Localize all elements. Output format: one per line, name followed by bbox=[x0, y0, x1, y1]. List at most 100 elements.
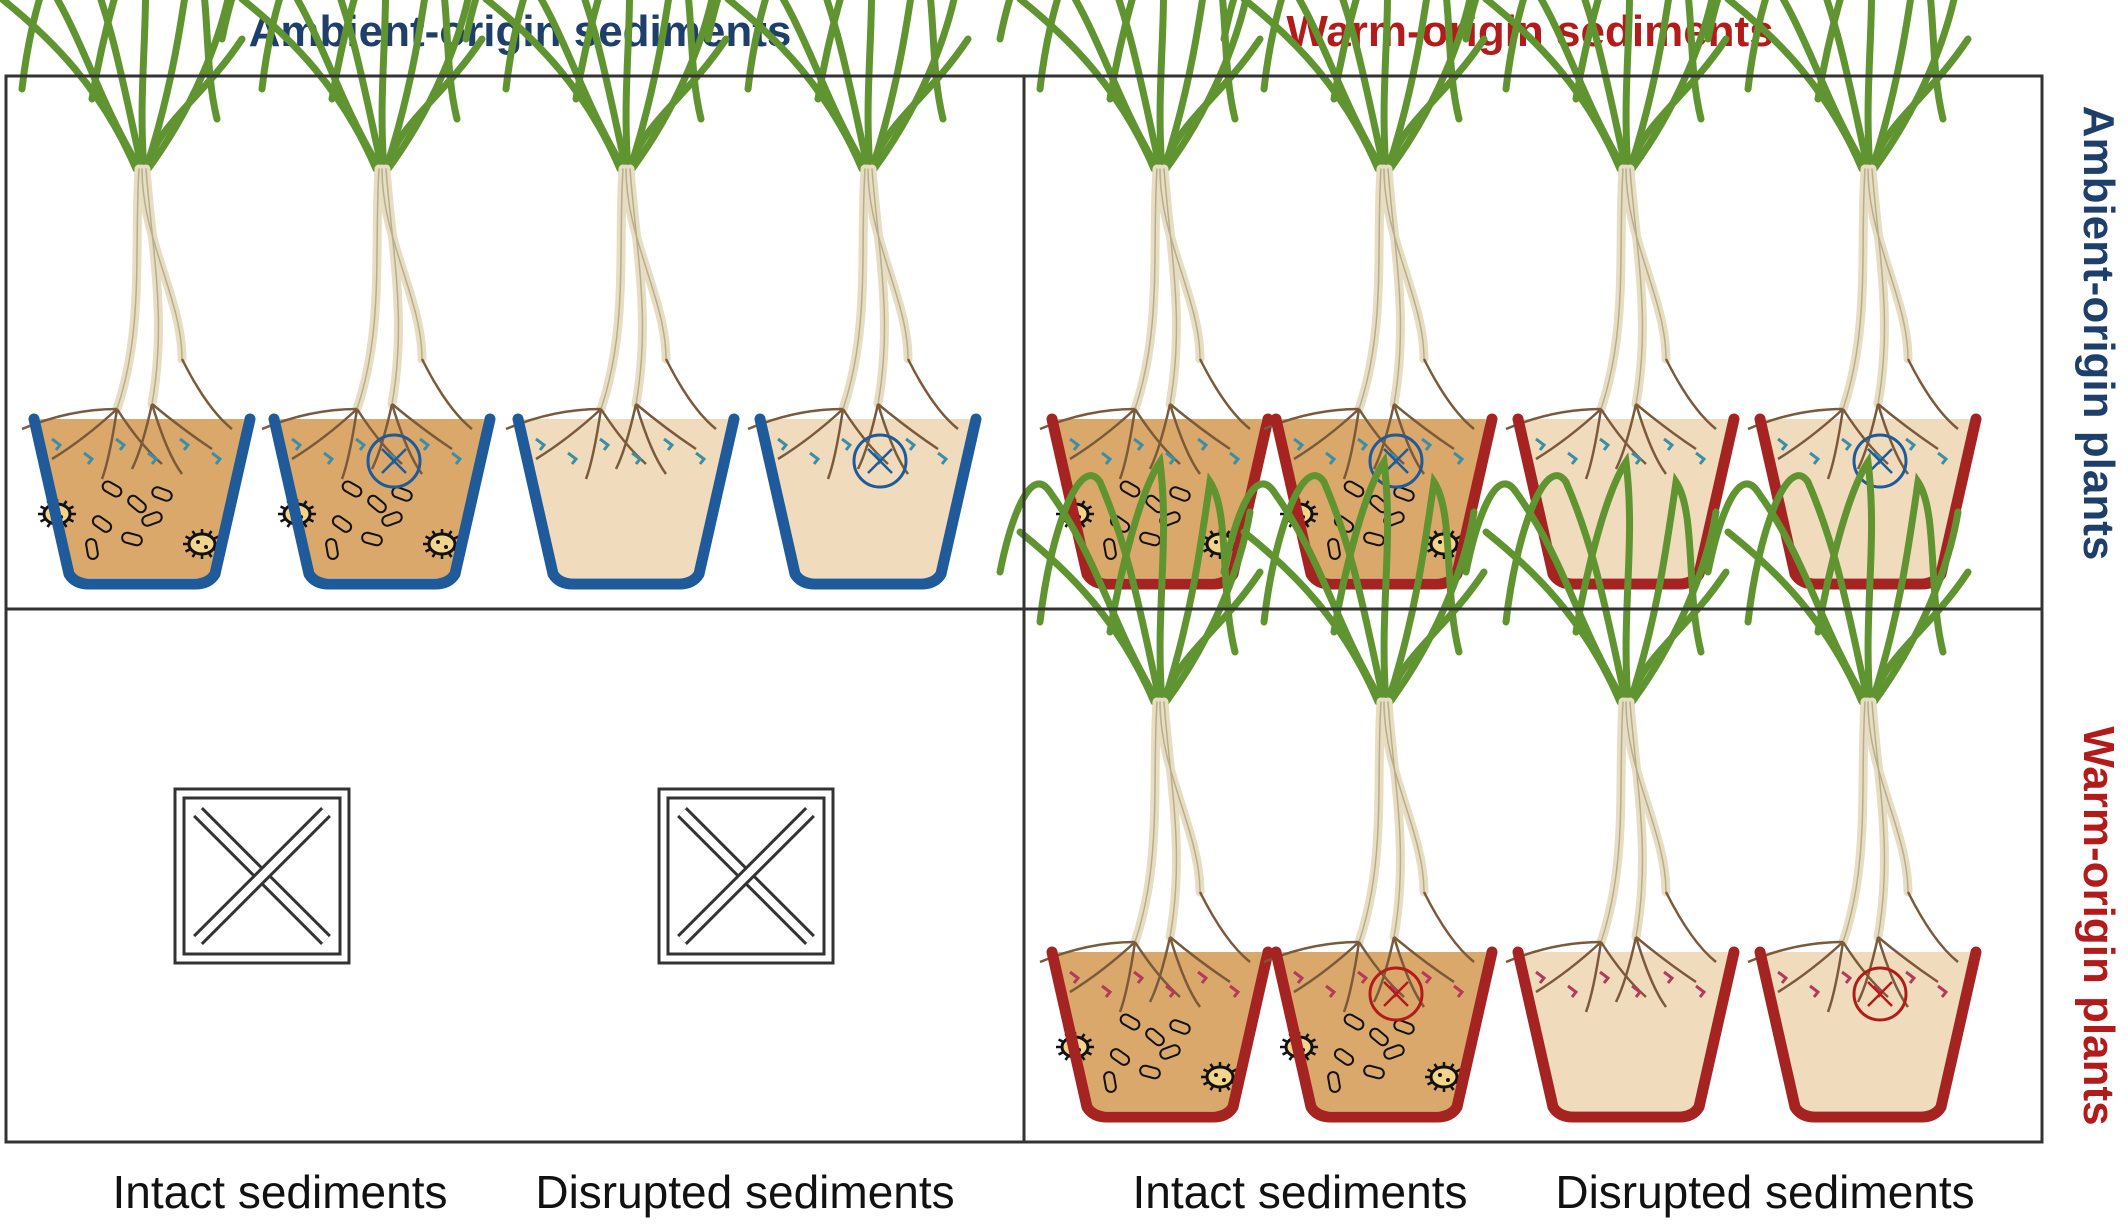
root-biomarker bbox=[777, 437, 789, 451]
leaf bbox=[384, 0, 472, 173]
leaf bbox=[218, 0, 384, 173]
leaf bbox=[1502, 0, 1630, 173]
not-tested-box bbox=[173, 787, 351, 965]
leaf bbox=[1106, 0, 1167, 173]
shoot-stem-outline bbox=[141, 168, 183, 360]
inhibitor-cross bbox=[1867, 981, 1893, 1007]
leaf bbox=[1502, 472, 1630, 706]
root bbox=[1293, 941, 1360, 994]
row-header-warm-plants: Warm-origin plants bbox=[2074, 726, 2123, 1126]
shoot-stem-outline bbox=[1383, 168, 1425, 360]
shoot-stem-outline bbox=[871, 168, 886, 405]
leaf bbox=[53, 0, 144, 173]
microbe-dot bbox=[444, 545, 448, 549]
bacterium-rod bbox=[1333, 1048, 1355, 1066]
leaf bbox=[1159, 568, 1264, 706]
root bbox=[1634, 403, 1668, 475]
root bbox=[420, 358, 473, 430]
root-biomarker bbox=[1325, 984, 1337, 998]
not-tested-box bbox=[657, 787, 835, 965]
shoot-stem-outline bbox=[1387, 168, 1402, 405]
root bbox=[1535, 408, 1602, 461]
bacterium-rod bbox=[391, 486, 413, 502]
leaf bbox=[1867, 568, 1972, 706]
pot-1 bbox=[0, 0, 256, 590]
shoot-stem-outline bbox=[1629, 701, 1644, 938]
inhibitor-circle bbox=[1368, 433, 1424, 489]
shoot-stem-outline bbox=[1629, 168, 1644, 405]
root-biomarker bbox=[147, 451, 159, 465]
root-biomarker bbox=[1165, 451, 1177, 465]
shoot-stem-outline bbox=[1163, 168, 1178, 405]
shoot-stem-outline bbox=[1625, 701, 1667, 893]
root bbox=[1342, 408, 1361, 480]
bacterium-rod bbox=[1159, 1044, 1181, 1060]
leaf bbox=[502, 0, 630, 173]
bacterium-rod bbox=[1139, 531, 1161, 547]
bacterium-rod bbox=[1327, 538, 1341, 560]
leaf bbox=[1386, 0, 1474, 173]
cells-layer bbox=[0, 0, 1982, 1123]
bacterium-rod bbox=[91, 515, 113, 533]
pot-3 bbox=[462, 0, 740, 590]
bacterium-rod bbox=[85, 538, 99, 560]
root-biomarker bbox=[1229, 451, 1241, 465]
root-biomarker bbox=[905, 437, 917, 451]
leaf bbox=[1386, 508, 1478, 706]
leaf bbox=[867, 35, 972, 173]
shoot-stem-outline bbox=[1600, 168, 1624, 410]
leaf bbox=[1330, 0, 1391, 173]
root bbox=[1826, 941, 1845, 1013]
root bbox=[1422, 891, 1475, 963]
inhibitor-circle bbox=[1852, 966, 1908, 1022]
microbe-dot bbox=[196, 540, 200, 544]
bacterium-rod bbox=[101, 480, 123, 498]
leaf bbox=[1814, 452, 1876, 706]
bacterium-rod bbox=[1119, 1013, 1141, 1031]
root bbox=[1826, 408, 1845, 480]
pot-2 bbox=[218, 0, 496, 590]
root bbox=[1906, 891, 1959, 963]
root-biomarker bbox=[291, 437, 303, 451]
root bbox=[1148, 936, 1172, 1003]
pot-4 bbox=[1704, 0, 1982, 590]
root bbox=[150, 403, 184, 475]
root-biomarker bbox=[535, 437, 547, 451]
root bbox=[180, 358, 233, 430]
leaf bbox=[1704, 480, 1870, 706]
root-biomarker bbox=[1631, 984, 1643, 998]
root bbox=[1169, 403, 1231, 451]
bacterium-rod bbox=[1369, 1027, 1389, 1047]
pot-3 bbox=[1462, 452, 1740, 1123]
root-biomarker bbox=[1069, 437, 1081, 451]
root-biomarker bbox=[1453, 984, 1465, 998]
bacterium-rod bbox=[1169, 1019, 1191, 1035]
leaf bbox=[1462, 480, 1628, 706]
root bbox=[1614, 936, 1638, 1003]
shoot-stem-outline bbox=[1383, 701, 1425, 893]
footer-label-disrupted-1: Disrupted sediments bbox=[535, 1166, 955, 1218]
root bbox=[614, 403, 638, 470]
leaf bbox=[996, 0, 1162, 173]
root bbox=[1584, 408, 1603, 480]
bacterium-rod bbox=[1343, 480, 1365, 498]
bacterium-rod bbox=[1327, 1071, 1341, 1093]
bacterium-rod bbox=[1363, 531, 1385, 547]
root-biomarker bbox=[355, 437, 367, 451]
pot-3 bbox=[1462, 0, 1740, 590]
shoot-stem-outline bbox=[1871, 168, 1886, 405]
shoot-stem-outline bbox=[625, 168, 667, 360]
root bbox=[1069, 408, 1136, 461]
root bbox=[1877, 936, 1939, 984]
shoot-stem-outline bbox=[1358, 168, 1382, 410]
root-biomarker bbox=[115, 437, 127, 451]
root-biomarker bbox=[1101, 451, 1113, 465]
root-biomarker bbox=[1905, 437, 1917, 451]
root bbox=[584, 408, 603, 480]
inhibitor-circle bbox=[366, 433, 422, 489]
shoot-stem-outline bbox=[629, 168, 644, 405]
root bbox=[1599, 941, 1647, 998]
leaf bbox=[1462, 0, 1628, 173]
root bbox=[115, 408, 163, 465]
root bbox=[1599, 408, 1647, 465]
